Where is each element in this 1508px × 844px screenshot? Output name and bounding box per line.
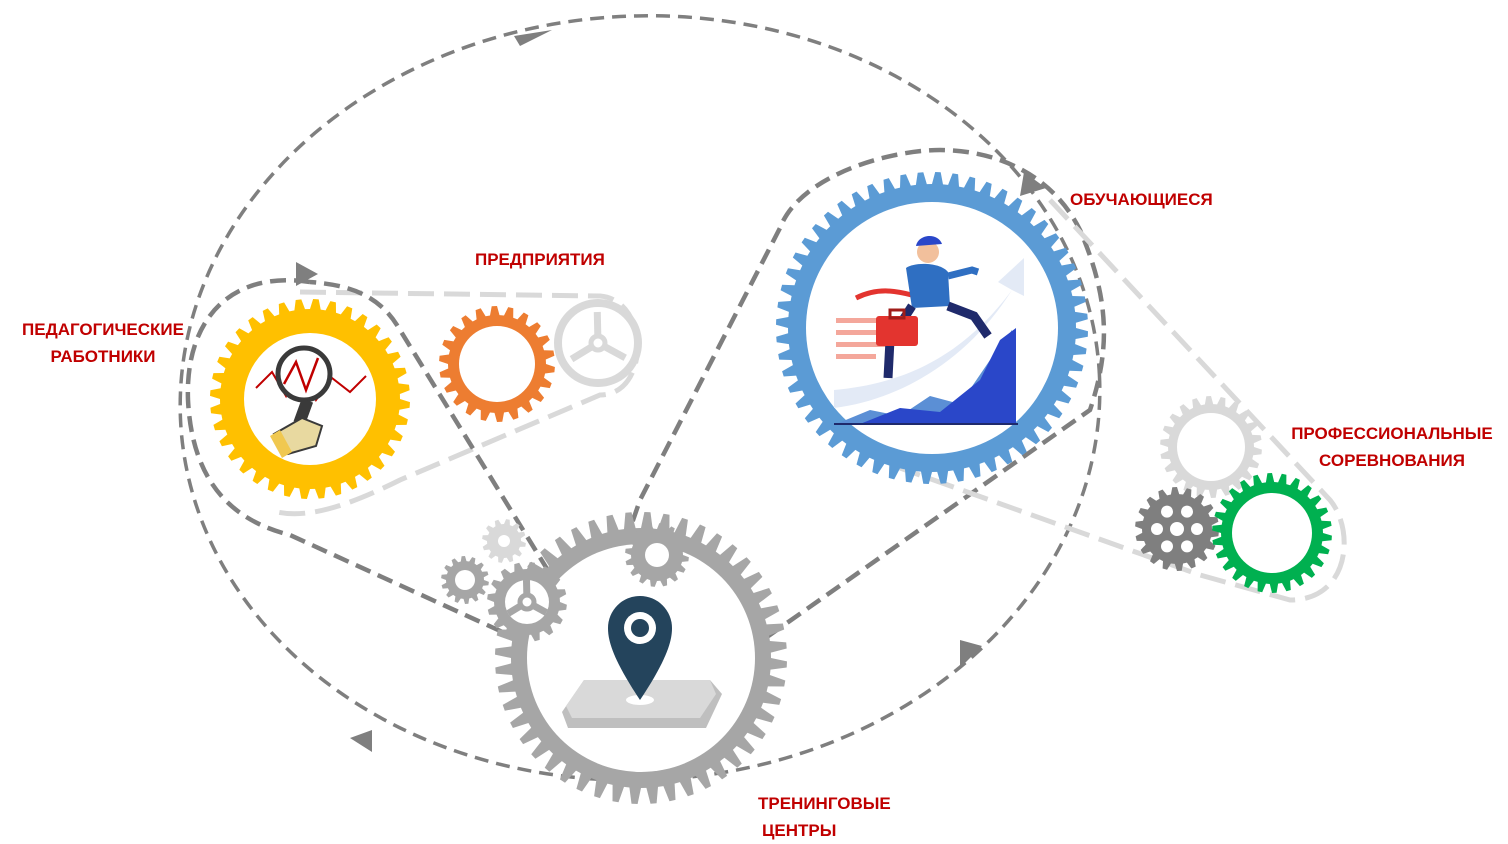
gear-enterprises-idle <box>554 299 642 387</box>
label-enterprises: ПРЕДПРИЯТИЯ <box>475 250 605 269</box>
belt-arrow-teachers <box>296 262 318 286</box>
cycle-arrow-right <box>960 640 982 668</box>
cycle-arrow-top <box>514 30 552 46</box>
belt-teachers-training <box>185 278 568 644</box>
gear-competitions-green <box>1212 473 1332 593</box>
location-pin-icon <box>562 596 722 728</box>
belt-training-students <box>575 147 1107 681</box>
gear-enterprises <box>439 306 555 422</box>
cycle-arrow-bottom <box>350 730 372 752</box>
gear-small-c <box>441 556 489 604</box>
gear-competitions-dark <box>1135 487 1219 571</box>
label-students: ОБУЧАЮЩИЕСЯ <box>1070 190 1213 209</box>
business-runner-icon <box>834 235 1024 425</box>
gear-small-a <box>487 562 567 642</box>
gear-small-b <box>482 519 526 563</box>
gear-competitions-gray <box>1160 396 1262 498</box>
magnifier-chart-icon <box>255 345 367 458</box>
belt-students-competitions <box>899 198 1347 603</box>
belt-arrow-students <box>1020 172 1046 196</box>
gear-small-d <box>625 523 689 587</box>
gear-students <box>776 172 1088 484</box>
